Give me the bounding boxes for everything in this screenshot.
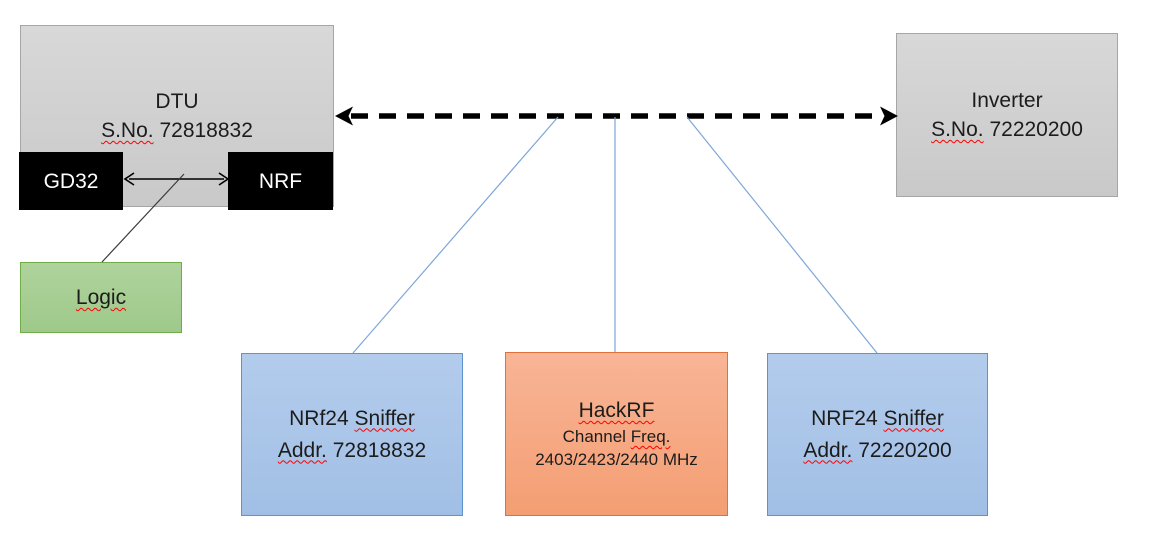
- sniffer-right-address: Addr. 72220200: [803, 438, 952, 462]
- sniffer-left-box: NRf24 Sniffer Addr. 72818832: [241, 353, 463, 516]
- dtu-title: DTU: [155, 90, 199, 113]
- sniffer-left-connector-line: [352, 116, 559, 354]
- gd32-label: GD32: [43, 169, 99, 193]
- hackrf-title: HackRF: [578, 399, 655, 422]
- sniffer-right-connector-line: [686, 116, 878, 354]
- sniffer-left-title: NRf24 Sniffer: [289, 406, 415, 430]
- gd32-box: GD32: [19, 152, 123, 210]
- sniffer-right-title: NRF24 Sniffer: [811, 406, 944, 430]
- inverter-serial: S.No. 72220200: [931, 118, 1083, 141]
- sniffer-right-box: NRF24 Sniffer Addr. 72220200: [767, 353, 988, 516]
- sniffer-left-address: Addr. 72818832: [277, 438, 427, 462]
- hackrf-frequencies: 2403/2423/2440 MHz: [535, 450, 698, 469]
- logic-label: Logic: [75, 286, 127, 309]
- hackrf-channel-label: Channel Freq.: [562, 427, 671, 446]
- nrf-box: NRF: [228, 152, 333, 210]
- dashed-arrowhead-left-icon: [335, 106, 353, 126]
- dtu-serial: S.No. 72818832: [101, 119, 253, 142]
- inverter-title: Inverter: [971, 89, 1043, 112]
- logic-box: Logic: [20, 262, 182, 333]
- inverter-box: Inverter S.No. 72220200: [896, 33, 1118, 197]
- nrf-label: NRF: [258, 169, 303, 193]
- hackrf-box: HackRF Channel Freq. 2403/2423/2440 MHz: [505, 352, 728, 516]
